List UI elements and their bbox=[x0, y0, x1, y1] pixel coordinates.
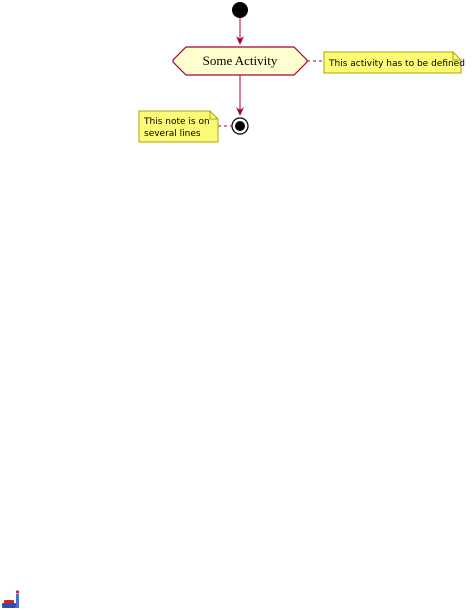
end-node-inner bbox=[235, 121, 245, 131]
note-left-fold bbox=[209, 111, 218, 120]
note-left-text-line-2: several lines bbox=[144, 129, 201, 139]
note-left: This note is on several lines bbox=[138, 110, 219, 143]
activity-shape bbox=[172, 46, 308, 76]
activity-label: Some Activity bbox=[203, 53, 278, 68]
plantuml-logo-icon bbox=[2, 590, 20, 608]
activity-node: Some Activity bbox=[172, 46, 308, 76]
start-node bbox=[232, 2, 248, 18]
note-right-fold bbox=[452, 52, 461, 61]
note-right-shape bbox=[323, 51, 462, 74]
note-left-shape bbox=[138, 110, 219, 143]
note-right-text: This activity has to be defined bbox=[328, 59, 465, 69]
note-right: This activity has to be defined bbox=[323, 51, 465, 74]
note-left-text-line-1: This note is on bbox=[143, 117, 210, 127]
end-node bbox=[231, 117, 249, 135]
